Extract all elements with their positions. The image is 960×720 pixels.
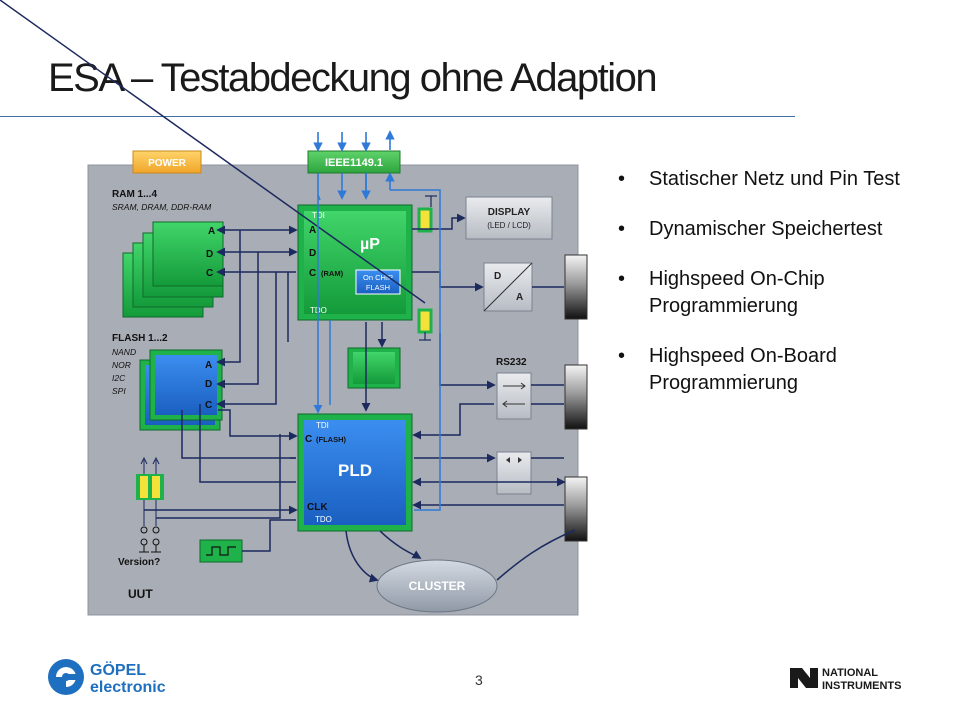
pld-c-sub: (FLASH) — [316, 435, 346, 444]
jtag-wiring — [313, 173, 441, 511]
pld-name: PLD — [338, 461, 372, 480]
bullet-item: Highspeed On-Board Programmierung — [618, 343, 918, 397]
display-block — [465, 196, 553, 240]
flash-title: FLASH 1...2 — [112, 333, 168, 344]
ni-line1: NATIONAL — [822, 667, 878, 679]
pld-c: C — [305, 434, 312, 445]
pld-block — [297, 413, 413, 532]
slide-title: ESA – Testabdeckung ohne Adaption — [48, 56, 658, 100]
dac-a: A — [516, 292, 523, 303]
up-c-sub: (RAM) — [321, 269, 344, 278]
gopel-line2: electronic — [90, 679, 166, 696]
flash-c: C — [205, 400, 212, 411]
bidir-block — [496, 451, 532, 495]
pld-tdo: TDO — [315, 515, 332, 524]
ieee-block: IEEE1149.1 — [307, 150, 401, 174]
flash-stack — [139, 349, 223, 431]
ram-stack — [122, 221, 224, 318]
version-label: Version? — [118, 557, 160, 568]
flash-type-spi: SPI — [112, 386, 126, 396]
chip-flash-line2: FLASH — [366, 283, 390, 292]
gopel-line1: GÖPEL — [90, 660, 146, 679]
chip-flash-line1: On CHIP — [363, 273, 393, 282]
up-d: D — [309, 248, 316, 259]
ram-a: A — [208, 226, 215, 237]
pld-clk: CLK — [307, 502, 328, 513]
green-component — [347, 347, 401, 389]
connector-bar-3 — [564, 476, 588, 542]
title-rule — [0, 116, 795, 117]
power-label: POWER — [148, 158, 187, 169]
cluster-block — [376, 559, 498, 613]
rs232-block — [496, 372, 532, 420]
flash-d: D — [205, 379, 212, 390]
display-line2: (LED / LCD) — [487, 221, 531, 230]
up-block — [297, 204, 413, 321]
dac-block — [483, 262, 533, 312]
bullet-list: Statischer Netz und Pin Test Dynamischer… — [618, 166, 918, 420]
version-resistors — [136, 456, 164, 553]
ni-logo: NATIONAL INSTRUMENTS — [790, 667, 901, 692]
flash-type-nand: NAND — [112, 347, 136, 357]
ram-title: RAM 1...4 — [112, 189, 157, 200]
gopel-logo: GÖPEL electronic — [48, 659, 166, 696]
power-block: POWER — [132, 150, 202, 174]
display-line1: DISPLAY — [488, 207, 531, 218]
dac-d: D — [494, 271, 501, 282]
yellow-component-mid — [417, 308, 433, 334]
ram-subtitle: SRAM, DRAM, DDR-RAM — [112, 202, 212, 212]
ni-line2: INSTRUMENTS — [822, 680, 901, 692]
up-a: A — [309, 225, 316, 236]
bullet-item: Statischer Netz und Pin Test — [618, 166, 918, 193]
connector-bar-1 — [564, 254, 588, 320]
page-number: 3 — [475, 672, 483, 688]
yellow-component-top — [417, 207, 433, 233]
connector-bar-2 — [564, 364, 588, 430]
flash-type-i2c: I2C — [112, 373, 126, 383]
flash-a: A — [205, 360, 212, 371]
flash-type-nor: NOR — [112, 360, 131, 370]
clock-block — [199, 539, 243, 563]
uut-label: UUT — [128, 587, 153, 601]
ram-c: C — [206, 268, 213, 279]
pld-tdi: TDI — [316, 421, 329, 430]
ram-d: D — [206, 249, 213, 260]
bullet-item: Highspeed On-Chip Programmierung — [618, 266, 918, 320]
cluster-label: CLUSTER — [409, 579, 466, 593]
bullet-item: Dynamischer Speichertest — [618, 216, 918, 243]
up-name: µP — [360, 236, 380, 253]
ieee-label: IEEE1149.1 — [325, 157, 383, 169]
up-c: C — [309, 268, 316, 279]
wiring — [0, 0, 576, 583]
rs232-label: RS232 — [496, 357, 527, 368]
